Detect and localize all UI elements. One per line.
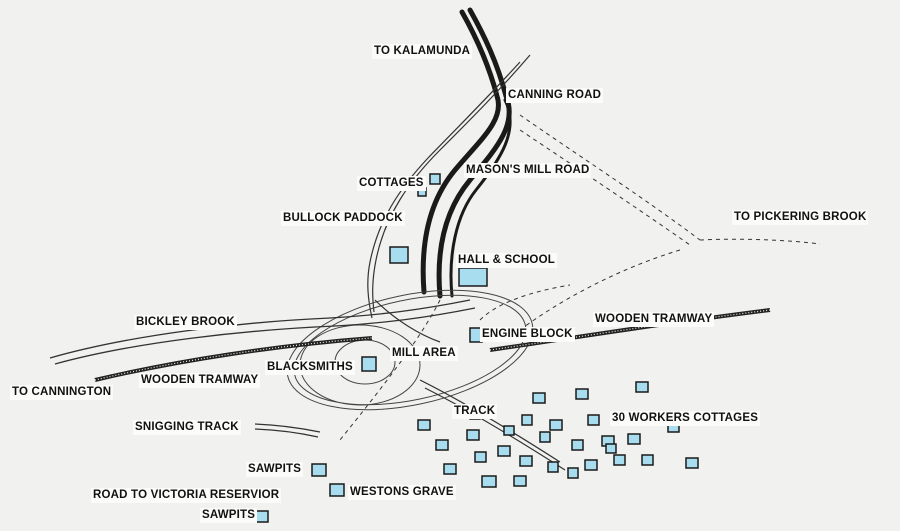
hall-school-building	[458, 267, 488, 287]
workers-cottages	[417, 381, 699, 488]
wooden-tramway-east	[489, 308, 771, 352]
label-blacksmiths: BLACKSMITHS	[265, 360, 355, 375]
label-to-pickering-brook: TO PICKERING BROOK	[732, 210, 869, 225]
buildings	[255, 173, 699, 523]
tramway-ties	[94, 309, 771, 381]
sawpits-building	[311, 463, 327, 477]
label-wooden-tramway-east: WOODEN TRAMWAY	[593, 312, 715, 327]
label-mill-area: MILL AREA	[390, 346, 458, 361]
label-engine-block: ENGINE BLOCK	[480, 327, 575, 342]
westons-grave-marker	[329, 483, 345, 497]
label-bickley-brook: BICKLEY BROOK	[134, 315, 237, 330]
canning-road	[420, 7, 512, 299]
label-westons-grave: WESTONS GRAVE	[348, 485, 456, 500]
label-snigging-track: SNIGGING TRACK	[133, 420, 241, 435]
label-track: TRACK	[452, 404, 498, 419]
label-masons-mill-road: MASON'S MILL ROAD	[464, 163, 592, 178]
dashed-tracks	[339, 114, 821, 441]
label-sawpits-upper: SAWPITS	[246, 462, 304, 477]
label-to-kalamunda: TO KALAMUNDA	[372, 44, 473, 59]
cottage-building	[429, 173, 441, 185]
sawpits-building	[255, 510, 269, 523]
label-hall-school: HALL & SCHOOL	[456, 253, 557, 268]
label-road-to-victoria-reservoir: ROAD TO VICTORIA RESERVIOR	[91, 488, 282, 503]
label-wooden-tramway-west: WOODEN TRAMWAY	[139, 373, 261, 388]
label-cottages: COTTAGES	[357, 176, 426, 191]
label-canning-road: CANNING ROAD	[506, 88, 604, 103]
label-to-cannington: TO CANNINGTON	[10, 385, 114, 400]
label-workers-cottages: 30 WORKERS COTTAGES	[610, 411, 761, 426]
blacksmiths-building	[361, 356, 377, 372]
label-sawpits-lower: SAWPITS	[200, 508, 258, 523]
snigging-track	[254, 299, 566, 471]
label-bullock-paddock: BULLOCK PADDOCK	[281, 211, 405, 226]
bickley-brook	[49, 299, 476, 365]
bullock-paddock-building	[389, 246, 409, 264]
